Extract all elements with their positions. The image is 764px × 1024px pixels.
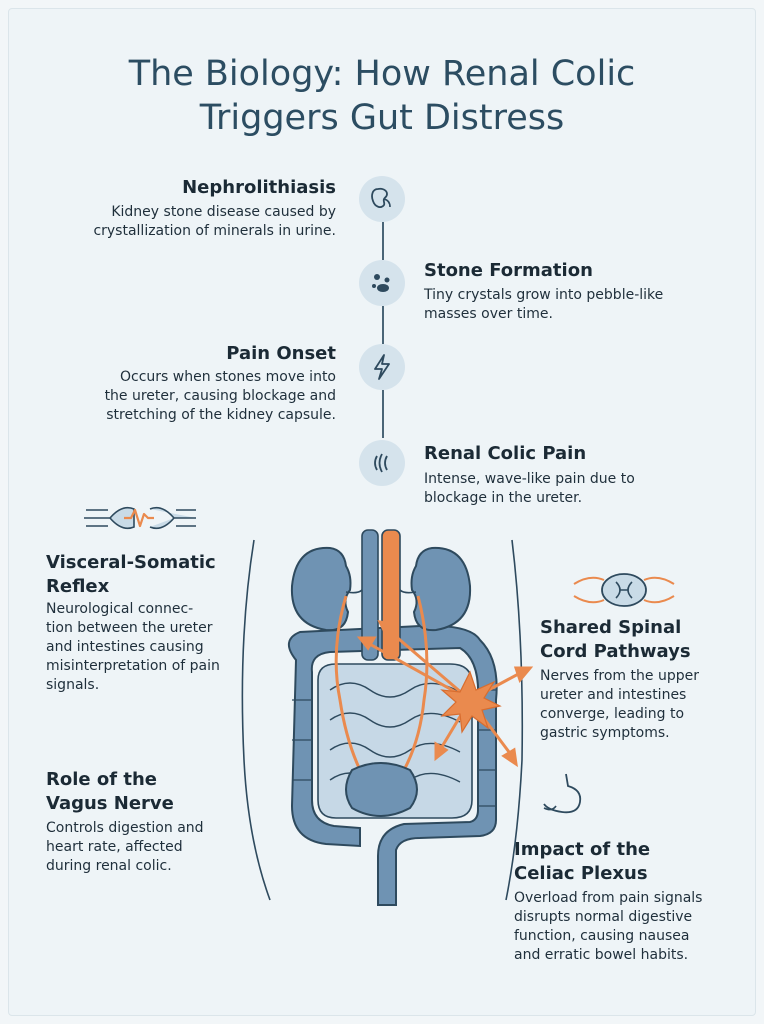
right-kidney bbox=[399, 546, 472, 632]
visceral-somatic-line: misinterpretation of pain bbox=[46, 658, 220, 674]
vagus-line: heart rate, affected bbox=[46, 839, 183, 855]
timeline-connector bbox=[382, 222, 384, 260]
stone-formation-heading: Stone Formation bbox=[424, 260, 593, 281]
renal-colic-pain-line: Intense, wave-like pain due to bbox=[424, 471, 635, 487]
spinal-cord-icon bbox=[573, 573, 675, 607]
visceral-somatic-line: tion between the ureter bbox=[46, 620, 213, 636]
spinal-pathways-line: gastric symptoms. bbox=[540, 725, 670, 741]
spinal-pathways-heading: Cord Pathways bbox=[540, 641, 691, 662]
vagus-heading: Role of the bbox=[46, 769, 157, 790]
visceral-somatic-line: Neurological connec- bbox=[46, 601, 194, 617]
visceral-somatic-heading: Visceral-Somatic bbox=[46, 552, 216, 573]
pain-onset-heading: Pain Onset bbox=[226, 343, 336, 364]
celiac-plexus-heading: Impact of the bbox=[514, 839, 651, 860]
stones-icon bbox=[359, 260, 405, 306]
vagus-heading: Vagus Nerve bbox=[46, 793, 174, 814]
nephrolithiasis-line: crystallization of minerals in urine. bbox=[93, 223, 336, 239]
pain-onset-line: Occurs when stones move into bbox=[120, 369, 336, 385]
left-kidney bbox=[290, 546, 363, 632]
vagus-line: during renal colic. bbox=[46, 858, 172, 874]
title-line-1: The Biology: How Renal Colic bbox=[128, 54, 636, 94]
celiac-plexus-line: Overload from pain signals bbox=[514, 890, 703, 906]
pain-waves-icon bbox=[359, 440, 405, 486]
visceral-somatic-line: signals. bbox=[46, 677, 100, 693]
title-line-2: Triggers Gut Distress bbox=[199, 98, 565, 138]
visceral-somatic-heading: Reflex bbox=[46, 576, 110, 597]
nephrolithiasis-heading: Nephrolithiasis bbox=[182, 177, 336, 198]
stone-formation-line: Tiny crystals grow into pebble-like bbox=[424, 287, 664, 303]
celiac-plexus-line: and erratic bowel habits. bbox=[514, 947, 689, 963]
pain-burst-icon bbox=[440, 670, 502, 734]
celiac-plexus-heading: Celiac Plexus bbox=[514, 863, 648, 884]
renal-colic-pain-line: blockage in the ureter. bbox=[424, 490, 583, 506]
pain-onset-line: the ureter, causing blockage and bbox=[104, 388, 336, 404]
timeline-connector bbox=[382, 390, 384, 438]
renal-colic-pain-heading: Renal Colic Pain bbox=[424, 443, 587, 464]
pain-signal-arrows bbox=[356, 620, 534, 768]
kidney-icon bbox=[359, 176, 405, 222]
celiac-plexus-line: disrupts normal digestive bbox=[514, 909, 693, 925]
celiac-plexus-line: function, causing nausea bbox=[514, 928, 690, 944]
spinal-pathways-line: Nerves from the upper bbox=[540, 668, 699, 684]
nephrolithiasis-line: Kidney stone disease caused by bbox=[111, 204, 336, 220]
spinal-pathways-line: converge, leading to bbox=[540, 706, 685, 722]
stomach-icon bbox=[543, 773, 582, 814]
timeline-connector bbox=[382, 306, 384, 344]
lightning-icon bbox=[359, 344, 405, 390]
spinal-pathways-heading: Shared Spinal bbox=[540, 617, 682, 638]
pain-onset-line: stretching of the kidney capsule. bbox=[106, 407, 336, 423]
stone-formation-line: masses over time. bbox=[424, 306, 553, 322]
nerve-synapse-icon bbox=[84, 506, 196, 530]
spinal-pathways-line: ureter and intestines bbox=[540, 687, 687, 703]
visceral-somatic-line: and intestines causing bbox=[46, 639, 204, 655]
vagus-line: Controls digestion and bbox=[46, 820, 204, 836]
